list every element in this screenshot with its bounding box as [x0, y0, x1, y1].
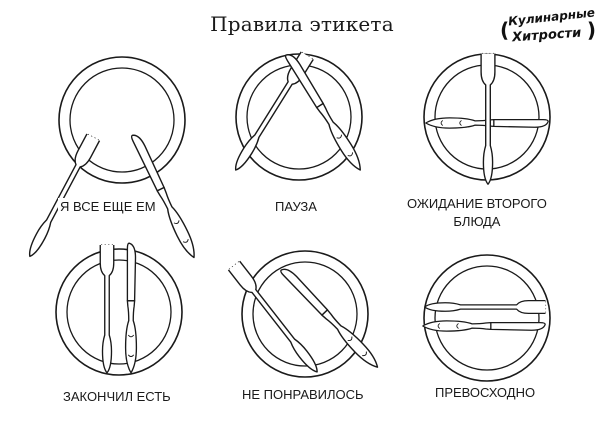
page-title: Правила этикета — [210, 12, 394, 36]
cell-pause — [228, 50, 366, 181]
caption-excellent: ПРЕВОСХОДНО — [433, 384, 538, 402]
cell-excellent — [422, 254, 551, 382]
caption-waiting-second-course: ОЖИДАНИЕ ВТОРОГО БЛЮДА — [405, 195, 549, 231]
plate-icon — [423, 254, 551, 382]
logo-bracket-left: ( — [500, 18, 510, 42]
logo-bracket-right: ) — [586, 18, 596, 42]
cell-still-eating — [22, 56, 200, 261]
cell-waiting-second-course — [423, 52, 551, 185]
fork-icon — [22, 133, 101, 261]
brand-logo: ( Кулинарные Хитрости ) — [498, 5, 598, 52]
cell-did-not-like — [227, 250, 383, 378]
caption-pause: ПАУЗА — [273, 198, 319, 216]
caption-still-eating: Я ВСЕ ЕЩЕ ЕМ — [58, 198, 158, 216]
plate-icon — [55, 248, 183, 376]
cell-finished-eating — [55, 242, 183, 376]
caption-finished-eating: ЗАКОНЧИЛ ЕСТЬ — [61, 388, 173, 406]
caption-did-not-like: НЕ ПОНРАВИЛОСЬ — [240, 386, 366, 404]
